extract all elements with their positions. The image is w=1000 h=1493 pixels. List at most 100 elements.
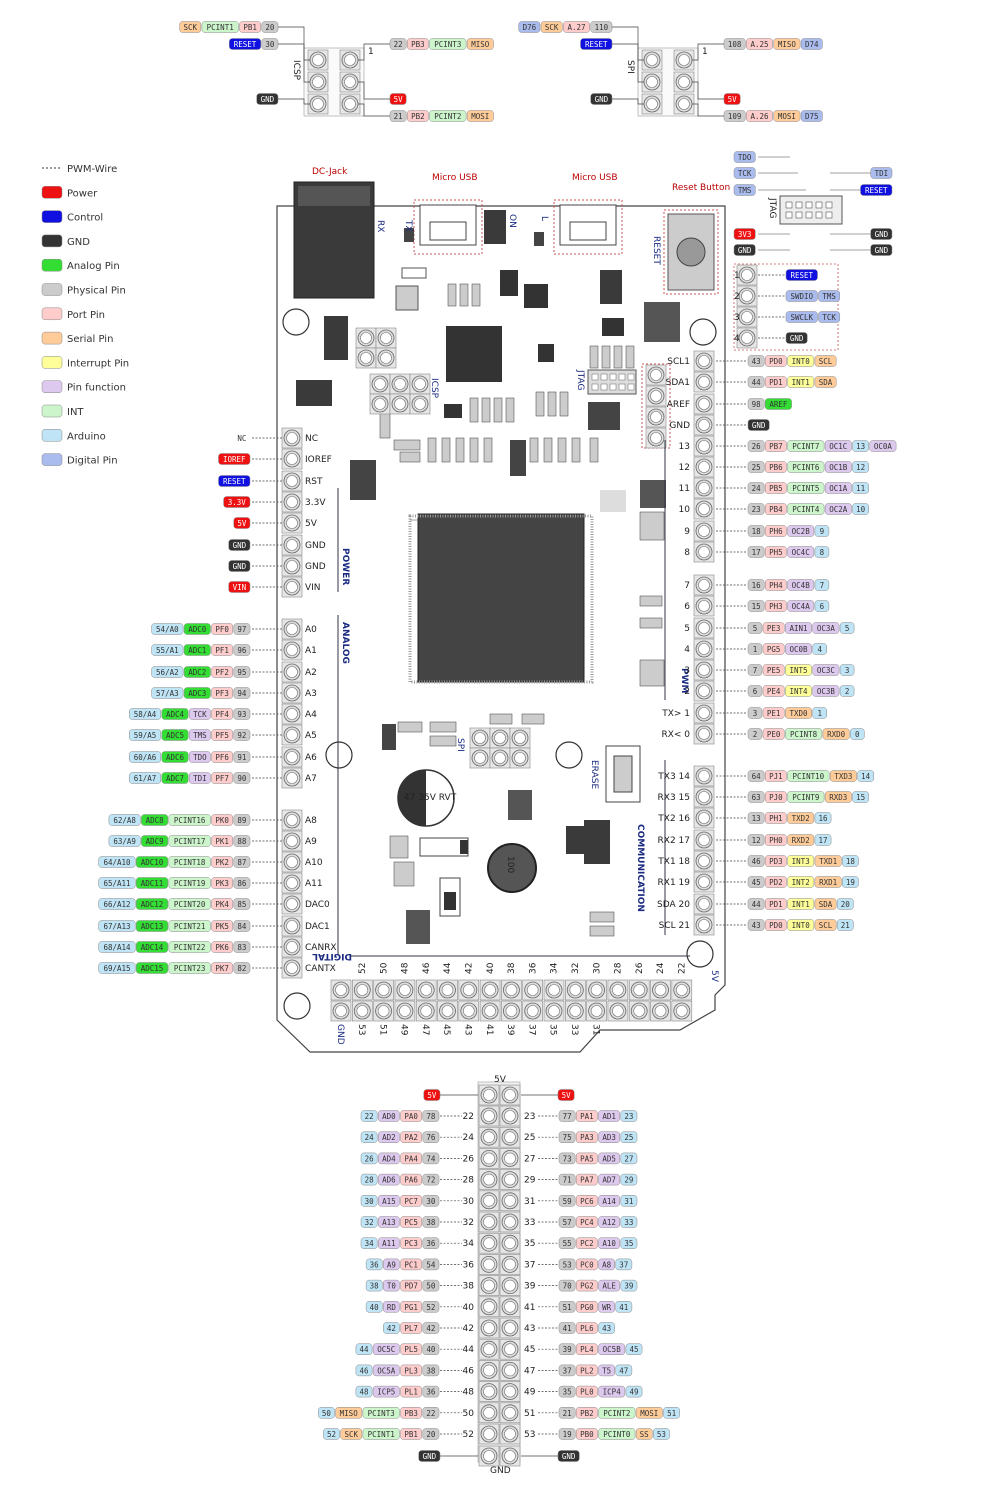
left-pin-23[interactable] [281, 957, 303, 979]
right-pin-12[interactable] [693, 617, 715, 639]
left-pin-8[interactable] [281, 618, 303, 640]
board-header-top-pin-6[interactable] [458, 979, 480, 1001]
jtag-top-pin[interactable] [805, 211, 813, 219]
right-pin-20[interactable] [693, 807, 715, 829]
bottom-pin-40[interactable] [478, 1296, 500, 1318]
left-pin-3[interactable] [281, 491, 303, 513]
left-pin-2[interactable] [281, 470, 303, 492]
board-header-bottom-pin-7[interactable] [479, 1000, 501, 1022]
swd-pin-4[interactable] [736, 327, 758, 349]
board-header-top-pin-0[interactable] [330, 979, 352, 1001]
board-header-top-pin-2[interactable] [373, 979, 394, 1001]
bottom-pin-24[interactable] [478, 1126, 500, 1148]
left-pin-9[interactable] [281, 639, 303, 661]
board-header-bottom-pin-0[interactable] [330, 1000, 352, 1022]
board-header-top-pin-14[interactable] [628, 979, 650, 1001]
jtag-top-pin[interactable] [825, 211, 833, 219]
left-pin-5[interactable] [281, 534, 303, 556]
bottom-pin-38[interactable] [478, 1275, 500, 1296]
bottom-pin-34[interactable] [478, 1232, 500, 1254]
onboard-icsp-pin[interactable] [409, 393, 431, 415]
bottom-pin-47[interactable] [499, 1360, 521, 1381]
right-pin-8[interactable] [693, 520, 715, 542]
right-pin-11[interactable] [693, 595, 715, 617]
board-header-top-pin-12[interactable] [586, 979, 607, 1001]
board-header-top-pin-1[interactable] [351, 979, 373, 1001]
left-pin-22[interactable] [281, 936, 303, 958]
board-header-bottom-pin-15[interactable] [650, 1000, 671, 1022]
right-pin-13[interactable] [693, 638, 715, 660]
bottom-pin-45[interactable] [499, 1338, 521, 1360]
right-pin-19[interactable] [693, 786, 715, 808]
jtag-top-pin[interactable] [815, 211, 823, 219]
bottom-pin-29[interactable] [499, 1169, 521, 1190]
reset-button[interactable] [663, 209, 719, 295]
board-header-top-pin-15[interactable] [650, 979, 671, 1001]
bottom-pin-27[interactable] [499, 1148, 521, 1169]
board-header-top-pin-16[interactable] [671, 979, 693, 1001]
board-header-bottom-pin-2[interactable] [373, 1000, 394, 1022]
swd-pin-3[interactable] [736, 306, 758, 328]
swd-pin-1[interactable] [736, 264, 758, 286]
right-pin-21[interactable] [693, 829, 715, 851]
bottom-pin-28[interactable] [478, 1169, 500, 1190]
onboard-swd-pin[interactable] [645, 364, 667, 386]
bottom-pin-53[interactable] [499, 1423, 521, 1445]
spi-pin-0-0[interactable] [641, 49, 663, 71]
left-pin-14[interactable] [281, 746, 303, 768]
left-pin-18[interactable] [281, 851, 303, 873]
bottom-gnd-left-pin[interactable] [478, 1445, 500, 1467]
board-header-bottom-pin-5[interactable] [437, 1000, 458, 1022]
right-pin-25[interactable] [693, 914, 715, 936]
bottom-pin-48[interactable] [478, 1381, 500, 1402]
icsp-pin-1-0[interactable] [307, 71, 329, 93]
bottom-pin-43[interactable] [499, 1317, 521, 1339]
onboard-swd-pin[interactable] [645, 406, 667, 428]
onboard-2x2-pin[interactable] [355, 347, 377, 369]
left-pin-16[interactable] [281, 809, 303, 831]
onboard-icsp-pin[interactable] [389, 373, 411, 395]
left-pin-6[interactable] [281, 555, 303, 577]
right-pin-0[interactable] [693, 350, 715, 372]
board-header-bottom-pin-8[interactable] [501, 1000, 522, 1022]
spi-pin-2-1[interactable] [673, 93, 695, 115]
right-pin-2[interactable] [693, 393, 715, 415]
right-pin-5[interactable] [693, 456, 715, 478]
board-header-top-pin-4[interactable] [415, 979, 437, 1001]
right-pin-16[interactable] [693, 702, 715, 724]
onboard-icsp-pin[interactable] [409, 373, 431, 395]
board-header-bottom-pin-3[interactable] [394, 1000, 416, 1022]
bottom-pin-33[interactable] [499, 1211, 521, 1233]
bottom-pin-49[interactable] [499, 1381, 521, 1402]
onboard-spi-pin[interactable] [489, 747, 511, 769]
jtag-top-pin[interactable] [825, 201, 833, 209]
right-pin-18[interactable] [693, 765, 715, 787]
icsp-pin-1-1[interactable] [339, 71, 361, 93]
right-pin-1[interactable] [693, 371, 715, 393]
bottom-pin-50[interactable] [478, 1402, 500, 1424]
swd-pin-2[interactable] [736, 285, 758, 307]
right-pin-9[interactable] [693, 541, 715, 563]
right-pin-7[interactable] [693, 498, 715, 520]
bottom-pin-25[interactable] [499, 1126, 521, 1148]
bottom-pin-52[interactable] [478, 1423, 500, 1445]
bottom-5v-right-pin[interactable] [499, 1084, 521, 1106]
right-pin-3[interactable] [693, 414, 715, 436]
onboard-spi-pin[interactable] [509, 727, 531, 749]
bottom-pin-51[interactable] [499, 1402, 521, 1424]
jtag-top-pin[interactable] [785, 211, 793, 219]
board-header-bottom-pin-4[interactable] [415, 1000, 437, 1022]
bottom-pin-46[interactable] [478, 1360, 500, 1381]
icsp-pin-2-1[interactable] [339, 93, 361, 115]
left-pin-1[interactable] [281, 448, 303, 470]
board-header-top-pin-3[interactable] [394, 979, 416, 1001]
bottom-pin-44[interactable] [478, 1338, 500, 1360]
right-pin-6[interactable] [693, 477, 715, 499]
board-header-top-pin-8[interactable] [501, 979, 522, 1001]
spi-pin-1-0[interactable] [641, 71, 663, 93]
bottom-gnd-right-pin[interactable] [499, 1445, 521, 1467]
onboard-swd-pin[interactable] [645, 427, 667, 449]
board-header-top-pin-7[interactable] [479, 979, 501, 1001]
bottom-pin-39[interactable] [499, 1275, 521, 1296]
bottom-pin-22[interactable] [478, 1105, 500, 1127]
